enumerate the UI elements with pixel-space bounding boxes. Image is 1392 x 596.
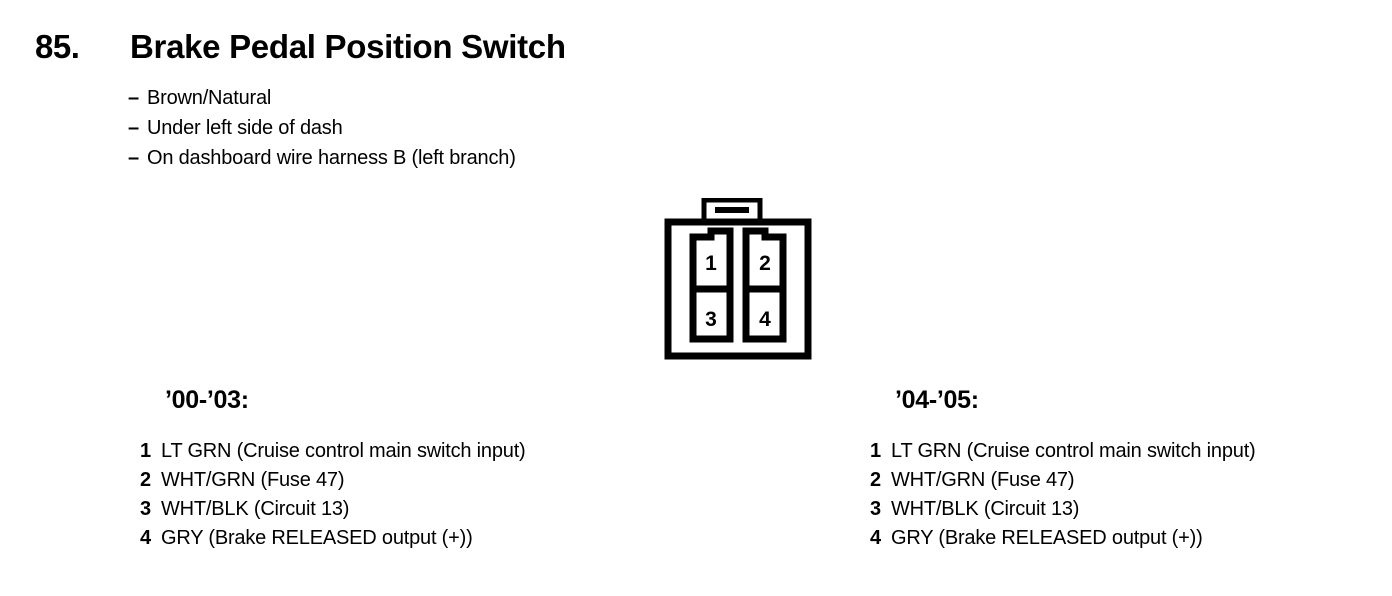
note-line: –Brown/Natural <box>128 83 516 113</box>
locking-tab-slot <box>715 207 749 213</box>
bullet-dash-icon: – <box>128 147 139 169</box>
pin-number: 3 <box>140 498 151 520</box>
pin-number: 4 <box>870 527 881 549</box>
cavity-3-outline <box>689 285 734 343</box>
pin-description: WHT/BLK (Circuit 13) <box>161 498 350 520</box>
pin-description: LT GRN (Cruise control main switch input… <box>161 440 526 462</box>
cavity-4-outline <box>742 285 787 343</box>
pin-number: 1 <box>140 440 151 462</box>
note-line: –On dashboard wire harness B (left branc… <box>128 143 516 173</box>
page-title-row: 85. Brake Pedal Position Switch <box>35 28 566 66</box>
pin-row: 1 LT GRN (Cruise control main switch inpu… <box>140 437 526 466</box>
pin-row: 4 GRY (Brake RELEASED output (+)) <box>140 524 526 553</box>
notes-list: –Brown/Natural –Under left side of dash … <box>128 83 516 173</box>
bullet-dash-icon: – <box>128 117 139 139</box>
pinout-column-early: ’00-’03: 1 LT GRN (Cruise control main sw… <box>140 386 526 553</box>
pinout-column-late: ’04-’05: 1 LT GRN (Cruise control main sw… <box>870 386 1256 553</box>
note-line: –Under left side of dash <box>128 113 516 143</box>
item-number: 85. <box>35 28 80 65</box>
note-text: Brown/Natural <box>147 87 272 109</box>
pin-number: 4 <box>140 527 151 549</box>
pin-row: 3 WHT/BLK (Circuit 13) <box>140 495 526 524</box>
year-range-heading: ’00-’03: <box>165 386 249 414</box>
pin-description: WHT/BLK (Circuit 13) <box>891 498 1080 520</box>
pin-row: 1 LT GRN (Cruise control main switch inpu… <box>870 437 1256 466</box>
connector-body-outline <box>664 218 812 360</box>
cavity-4-label: 4 <box>759 308 771 331</box>
pin-description: GRY (Brake RELEASED output (+)) <box>891 527 1203 549</box>
connector-diagram: 1 2 3 4 <box>660 198 816 360</box>
pin-row: 4 GRY (Brake RELEASED output (+)) <box>870 524 1256 553</box>
page-title: Brake Pedal Position Switch <box>130 28 566 65</box>
pin-description: LT GRN (Cruise control main switch input… <box>891 440 1256 462</box>
note-text: On dashboard wire harness B (left branch… <box>147 147 516 169</box>
pin-description: WHT/GRN (Fuse 47) <box>891 469 1075 491</box>
pin-number: 2 <box>870 469 881 491</box>
cavity-2-label: 2 <box>759 252 771 275</box>
note-text: Under left side of dash <box>147 117 343 139</box>
bullet-dash-icon: – <box>128 87 139 109</box>
pin-row: 3 WHT/BLK (Circuit 13) <box>870 495 1256 524</box>
pin-row: 2 WHT/GRN (Fuse 47) <box>870 466 1256 495</box>
pin-row: 2 WHT/GRN (Fuse 47) <box>140 466 526 495</box>
pin-list: 1 LT GRN (Cruise control main switch inpu… <box>140 437 526 553</box>
year-range-heading: ’04-’05: <box>895 386 979 414</box>
cavity-3-label: 3 <box>705 308 717 331</box>
pin-description: WHT/GRN (Fuse 47) <box>161 469 345 491</box>
pin-number: 3 <box>870 498 881 520</box>
cavity-1-label: 1 <box>705 252 717 275</box>
pin-number: 2 <box>140 469 151 491</box>
pin-description: GRY (Brake RELEASED output (+)) <box>161 527 473 549</box>
pin-number: 1 <box>870 440 881 462</box>
pin-list: 1 LT GRN (Cruise control main switch inpu… <box>870 437 1256 553</box>
